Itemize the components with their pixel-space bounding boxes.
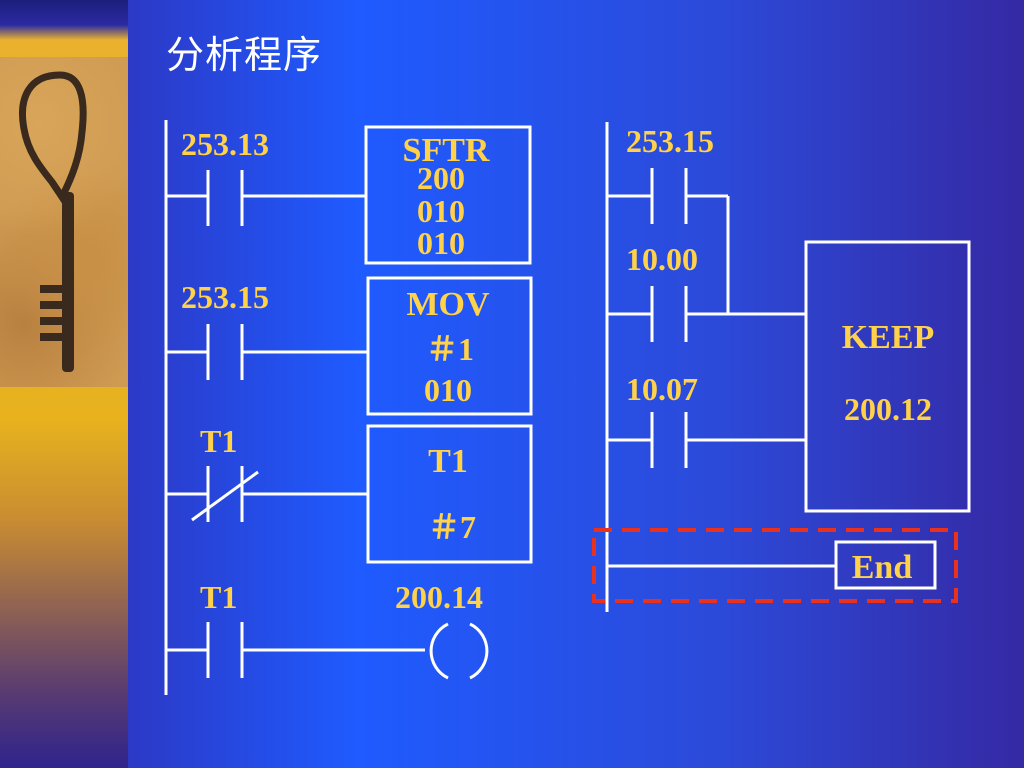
timer-instruction: T1: [428, 443, 468, 480]
timer-block: [366, 424, 533, 564]
rung2-no-contact: [166, 324, 368, 380]
output-coil: [429, 622, 489, 680]
mov-instruction: MOV: [406, 286, 490, 323]
sftr-block: [364, 125, 532, 265]
page-title: 分析程序: [166, 33, 323, 77]
coil-address: 200.14: [395, 579, 483, 615]
sftr-param-1: 200: [417, 160, 465, 196]
keep-block: [804, 240, 971, 513]
keep-instruction: KEEP: [842, 319, 935, 356]
right-contact2: [607, 286, 805, 342]
rung2-contact-label: 253.15: [181, 279, 269, 315]
keep-address: 200.12: [844, 391, 932, 427]
right-contact1-label: 253.15: [626, 123, 714, 159]
right-contact1: [607, 168, 730, 314]
right-contact2-label: 10.00: [626, 241, 698, 277]
end-block: [834, 540, 937, 590]
mov-param-1: ＃1: [426, 331, 474, 367]
end-label: End: [852, 549, 913, 586]
end-highlight-box: [592, 528, 958, 603]
sftr-param-2: 010: [417, 193, 465, 229]
rung4-contact-label: T1: [200, 579, 237, 615]
rung1-no-contact: [166, 170, 366, 226]
rung3-contact-label: T1: [200, 423, 237, 459]
rung4-no-contact: [166, 622, 425, 678]
rung3-nc-contact: [166, 466, 368, 522]
mov-block: [366, 276, 533, 416]
rung1-contact-label: 253.13: [181, 126, 269, 162]
mov-param-2: 010: [424, 372, 472, 408]
sidebar-decoration: [0, 0, 128, 768]
timer-param: ＃7: [428, 509, 476, 545]
key-photo: [0, 57, 128, 387]
right-contact3: [607, 412, 805, 468]
sftr-param-3: 010: [417, 225, 465, 261]
sftr-instruction: SFTR: [403, 132, 490, 169]
right-contact3-label: 10.07: [626, 371, 698, 407]
key-icon: [19, 71, 87, 372]
